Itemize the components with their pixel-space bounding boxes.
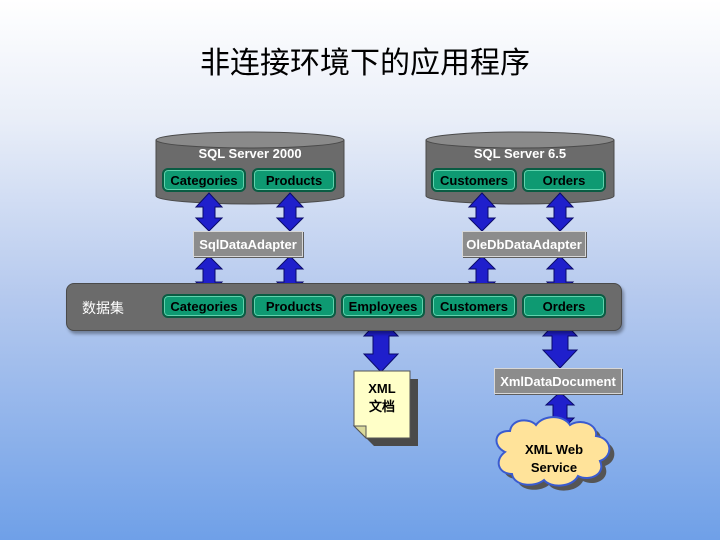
web-service-text: XML Web Service	[510, 441, 598, 477]
xml-document-line1: XML	[368, 381, 396, 396]
xml-document-line2: 文档	[368, 399, 395, 414]
dataset-label: 数据集	[82, 301, 124, 317]
sql-data-adapter[interactable]: SqlDataAdapter	[193, 231, 303, 257]
oledb-data-adapter[interactable]: OleDbDataAdapter	[462, 231, 586, 257]
dataset-table-employees[interactable]: Employees	[341, 294, 425, 318]
web-service-line2: Service	[530, 460, 578, 475]
sql2000-table-categories[interactable]: Categories	[162, 168, 246, 192]
xml-data-document[interactable]: XmlDataDocument	[494, 368, 622, 394]
dataset-table-customers[interactable]: Customers	[431, 294, 517, 318]
sql-server-2000-label: SQL Server 2000	[198, 146, 302, 161]
sql65-table-customers[interactable]: Customers	[431, 168, 517, 192]
sql65-table-orders[interactable]: Orders	[522, 168, 606, 192]
dataset-table-products[interactable]: Products	[252, 294, 336, 318]
web-service-line1: XML Web	[524, 442, 584, 457]
xml-document-note	[352, 370, 418, 446]
web-service-cloud	[495, 416, 615, 491]
dataset-table-categories[interactable]: Categories	[162, 294, 246, 318]
sql2000-table-products[interactable]: Products	[252, 168, 336, 192]
sql-server-65-label: SQL Server 6.5	[473, 146, 567, 161]
dataset-table-orders[interactable]: Orders	[522, 294, 606, 318]
xml-document-text: XML 文档	[358, 380, 406, 416]
page-title: 非连接环境下的应用程序	[200, 46, 530, 81]
